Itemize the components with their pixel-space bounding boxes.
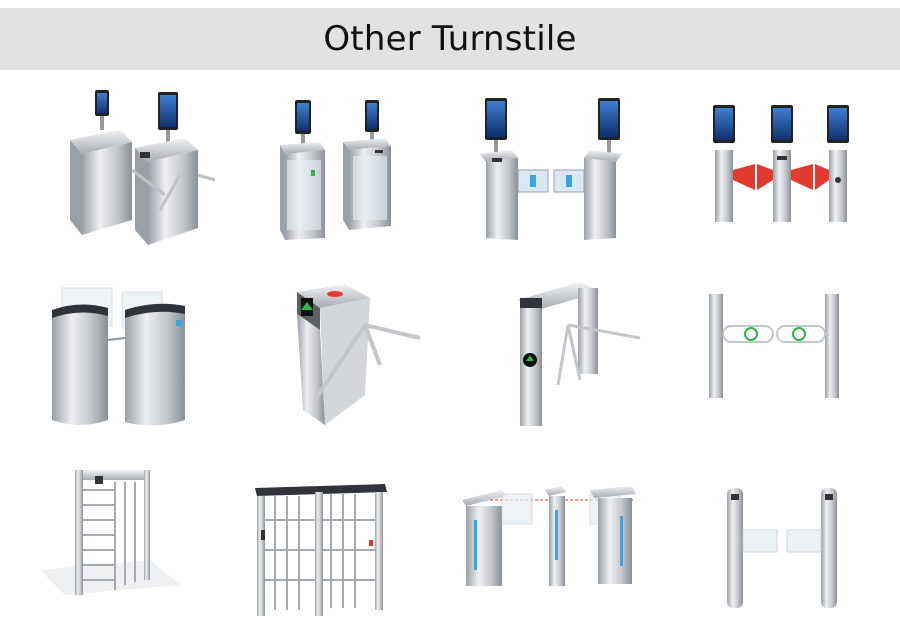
product-grid xyxy=(0,80,900,620)
product-tile xyxy=(0,460,225,640)
page-title: Other Turnstile xyxy=(323,19,577,59)
product-tile xyxy=(675,460,900,640)
product-tile xyxy=(450,460,675,640)
speed-gate-icon xyxy=(52,287,185,426)
pillar-swing-gate-icon xyxy=(727,488,837,608)
product-tile xyxy=(0,270,225,450)
swing-arm-gate-icon xyxy=(709,294,839,398)
flap-barrier-face-icon xyxy=(713,105,849,222)
full-height-turnstile-icon xyxy=(40,470,180,595)
product-tile xyxy=(675,80,900,260)
tripod-turnstile-icon xyxy=(297,284,421,425)
swing-gate-arrow-face-icon xyxy=(480,98,622,240)
product-tile xyxy=(225,80,450,260)
product-tile xyxy=(450,270,675,450)
swing-gate-face-icon xyxy=(280,100,391,240)
product-tile xyxy=(675,270,900,450)
sliding-speed-gate-icon xyxy=(462,486,636,586)
product-tile xyxy=(225,270,450,450)
title-banner: Other Turnstile xyxy=(0,8,900,70)
product-tile xyxy=(0,80,225,260)
tripod-bridge-turnstile-icon xyxy=(518,282,641,426)
double-full-height-turnstile-icon xyxy=(255,484,387,616)
product-tile xyxy=(450,80,675,260)
product-tile xyxy=(225,460,450,640)
tripod-turnstile-face-icon xyxy=(70,90,216,245)
